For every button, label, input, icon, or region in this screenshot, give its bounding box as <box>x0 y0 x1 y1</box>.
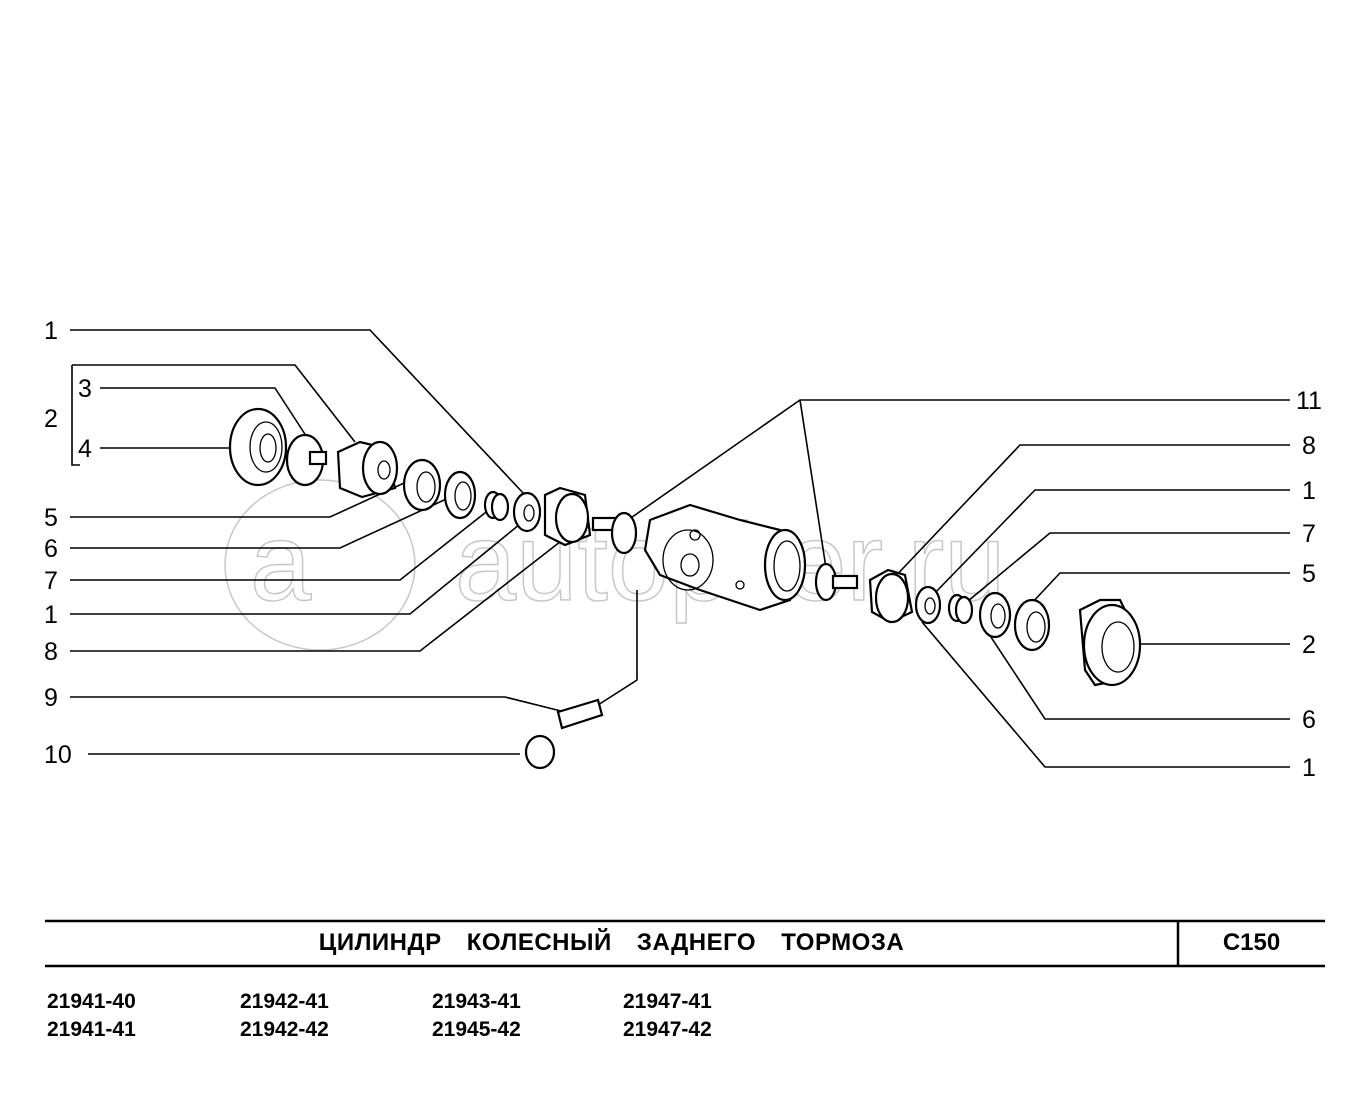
cylinder-body <box>643 503 807 612</box>
callout: 7 <box>1302 520 1316 548</box>
model-column: 21942-41 21942-42 <box>240 990 420 1046</box>
callout: 1 <box>44 601 58 629</box>
callout: 5 <box>44 504 58 532</box>
watermark: a autopiter.ru <box>224 479 1006 651</box>
callout: 2 <box>44 405 58 433</box>
model-column: 21947-41 21947-42 <box>623 990 803 1046</box>
section-code: C150 <box>1222 929 1281 956</box>
callout: 10 <box>44 741 72 769</box>
bleeder-screw <box>524 698 604 770</box>
callout: 8 <box>44 638 58 666</box>
model-number: 21941-40 <box>47 990 136 1013</box>
callout: 5 <box>1302 560 1316 588</box>
callout: 11 <box>1296 387 1322 415</box>
callouts-right: 11 8 1 7 5 2 6 1 <box>1296 387 1322 782</box>
model-number: 21947-41 <box>623 990 712 1013</box>
leader-lines <box>70 329 1290 768</box>
svg-text:a: a <box>250 501 312 624</box>
callout: 1 <box>44 317 58 345</box>
model-number: 21942-41 <box>240 990 329 1013</box>
callout: 4 <box>78 435 92 463</box>
callout: 9 <box>44 684 58 712</box>
callout: 1 <box>1302 477 1316 505</box>
model-number: 21945-42 <box>432 1018 521 1041</box>
model-number: 21947-42 <box>623 1018 712 1041</box>
parts-right <box>814 562 1142 687</box>
parts-left <box>228 407 638 555</box>
callout: 2 <box>1302 631 1316 659</box>
callout: 1 <box>1302 754 1316 782</box>
title-frame <box>45 919 1325 968</box>
page-title: ЦИЛИНДР КОЛЕСНЫЙ ЗАДНЕГО ТОРМОЗА <box>318 929 905 956</box>
callouts-left: 1 2 3 4 5 6 7 1 8 9 10 <box>44 317 92 769</box>
model-number: 21943-41 <box>432 990 521 1013</box>
callout: 7 <box>44 567 58 595</box>
callout: 6 <box>1302 706 1316 734</box>
model-column: 21943-41 21945-42 <box>432 990 612 1046</box>
model-number: 21942-42 <box>240 1018 329 1041</box>
model-column: 21941-40 21941-41 <box>47 990 227 1046</box>
model-number: 21941-41 <box>47 1018 136 1041</box>
callout: 3 <box>78 375 92 403</box>
callout: 6 <box>44 535 58 563</box>
callout: 8 <box>1302 432 1316 460</box>
